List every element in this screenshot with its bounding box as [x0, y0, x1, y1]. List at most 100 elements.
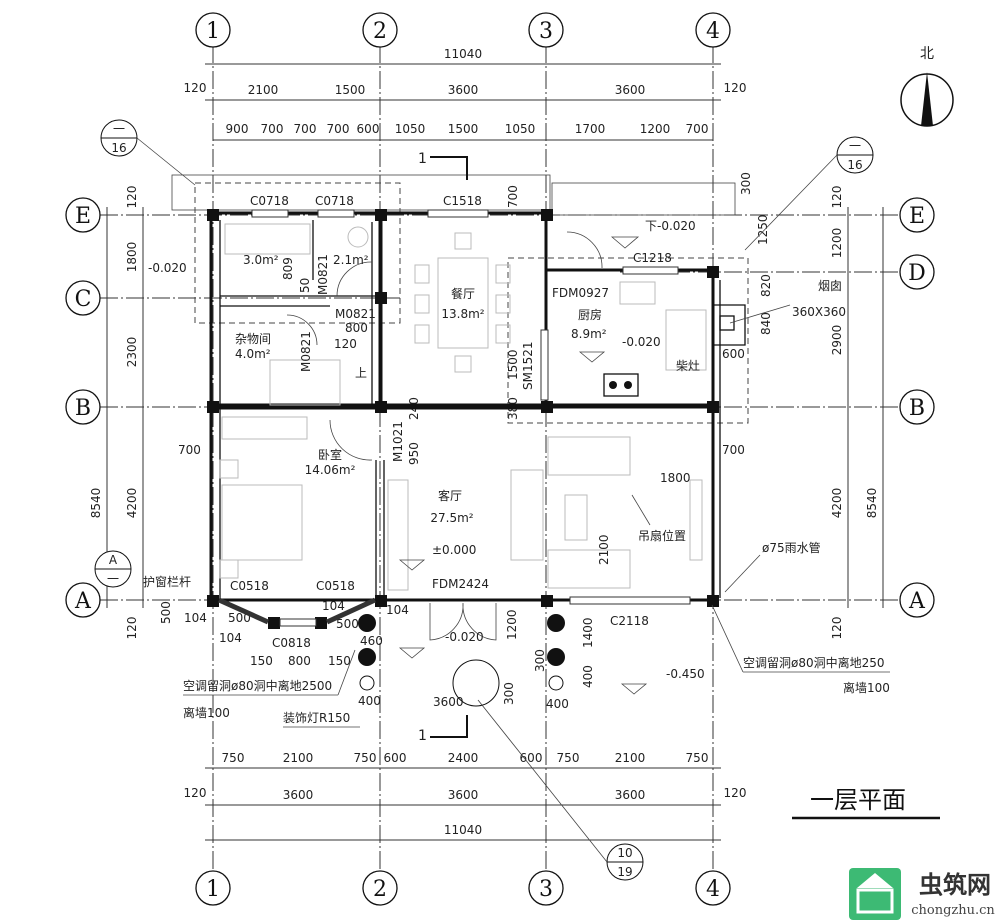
path-mark	[217, 597, 377, 625]
level-marks: -0.020 下-0.020 -0.020 ±0.000 -0.020 -0.4…	[148, 219, 705, 695]
windows	[217, 209, 691, 627]
notes-fan-text: 吊扇位置	[638, 528, 686, 543]
dimensions-right-5-text: 8540	[865, 488, 879, 519]
watermark: 虫筑网 chongzhu.cn	[849, 868, 995, 920]
rect-mark	[387, 479, 409, 591]
openings-fdm2424-text: FDM2424	[432, 577, 489, 591]
dimensions-misc-22-text: 800	[288, 654, 311, 668]
circle-mark	[65, 197, 101, 233]
rect-mark	[707, 266, 719, 278]
dimensions-bottom-row1-5-text: 600	[520, 751, 543, 765]
grid-bubble-E-right: E	[899, 197, 935, 233]
circle-mark	[347, 226, 369, 248]
rect-mark	[171, 174, 551, 211]
dimensions-top-row2-1-text: 700	[261, 122, 284, 136]
drawing-detail-refs-top-right-num-text: 一	[849, 139, 861, 153]
openings-c1518-text: C1518	[443, 194, 482, 208]
drawing-grid-rows-3-text: B	[909, 396, 925, 421]
path-mark	[713, 304, 746, 346]
path-mark	[610, 236, 640, 249]
dimensions-misc-25-text: 1200	[505, 609, 519, 640]
grid-bubble-B-left: B	[65, 389, 101, 425]
dimensions-bottom-row2-1-text: 3600	[283, 788, 314, 802]
circle-mark	[899, 582, 935, 618]
rect-mark	[569, 596, 691, 605]
openings-m1021-text: M1021	[391, 421, 405, 462]
drawing-title: 一层平面	[792, 786, 940, 820]
drawing-grid-rows-0-text: E	[909, 204, 925, 229]
storage-name: 杂物间	[235, 332, 271, 346]
dimensions-bottom-row2-2-text: 3600	[448, 788, 479, 802]
dimensions-top-row1-0-text: 120	[184, 81, 207, 95]
rect-mark	[279, 618, 317, 627]
drawing-grid-rows-4-text: A	[74, 589, 92, 614]
rect-mark	[224, 223, 311, 255]
dimensions-right-3-text: 4200	[830, 488, 844, 519]
drawing-grid-rows-1-text: D	[908, 261, 926, 286]
path-mark	[430, 715, 468, 738]
dimensions-top-row2-3-text: 700	[327, 122, 350, 136]
watermark-url: chongzhu.cn	[911, 903, 995, 918]
drawing-detail-refs-top-left-sheet-text: 16	[111, 141, 126, 155]
rect-mark	[427, 209, 489, 218]
rect-mark	[495, 294, 511, 314]
grid-bubble-1-top: 1	[195, 12, 231, 48]
drawing-section-mark-text: 1	[418, 151, 427, 167]
rect-mark	[375, 595, 387, 607]
dimensions-misc-20-text: 104	[219, 631, 242, 645]
circle-mark	[359, 675, 375, 691]
rect-mark	[317, 209, 355, 218]
dimensions-top-row2-0-text: 900	[226, 122, 249, 136]
path-mark	[336, 261, 373, 297]
rect-mark	[207, 209, 219, 221]
dimensions-misc-32-text: 400	[546, 697, 569, 711]
drawing-grid-columns-0-text: 1	[206, 877, 220, 902]
dimension-lines	[106, 63, 884, 841]
dimensions-misc-24-text: 460	[360, 634, 383, 648]
rect-mark	[495, 264, 511, 284]
detail-ref-top-right: 一16	[744, 136, 874, 251]
dimensions-misc-11-text: 1500	[506, 349, 520, 380]
rect-mark	[414, 264, 430, 284]
dimensions-top-row1-3-text: 3600	[448, 83, 479, 97]
title-text: 一层平面	[810, 786, 906, 814]
dimensions-misc-2-text: 300	[739, 172, 753, 195]
bath2-area: 2.1m²	[333, 253, 369, 267]
dimensions-right-4-text: 120	[830, 617, 844, 640]
storage-area: 4.0m²	[235, 347, 271, 361]
rect-mark	[375, 292, 387, 304]
circle-mark	[358, 648, 376, 666]
dimensions-bottom-row2-3-text: 3600	[615, 788, 646, 802]
dimensions-top-row2-7-text: 1050	[505, 122, 536, 136]
drawing-grid-rows-2-text: C	[75, 287, 92, 312]
circle-mark	[65, 389, 101, 425]
annotations: 烟囱 360X360 吊扇位置 ø75雨水管 护窗栏杆 空调留洞ø80洞中离地2…	[143, 279, 890, 728]
dimensions-bottom-row1-2-text: 750	[354, 751, 377, 765]
line-mark	[136, 137, 196, 186]
circle-mark	[528, 870, 564, 906]
circle-mark	[899, 389, 935, 425]
dimensions-top-row2-5-text: 1050	[395, 122, 426, 136]
detail-ref-left-a: A一	[94, 550, 132, 588]
rect-mark	[194, 182, 401, 324]
rect-mark	[619, 281, 656, 305]
rect-mark	[251, 209, 289, 218]
notes-rain-pipe-text: ø75雨水管	[762, 540, 821, 555]
rect-mark	[269, 359, 341, 406]
structural-columns	[207, 209, 719, 691]
dimensions-left-0-text: 120	[125, 186, 139, 209]
drawing-detail-refs-left-a-num-text: A	[109, 553, 118, 567]
dimensions-bottom-total-text: 11040	[444, 823, 482, 837]
path-mark	[857, 873, 893, 888]
north-label: 北	[920, 46, 934, 62]
circle-mark	[695, 870, 731, 906]
openings-m0821b-text: M0821	[316, 254, 330, 295]
rect-mark	[547, 436, 631, 476]
dimensions-misc-9-text: 50	[298, 278, 312, 293]
drawing-detail-refs-bottom-sheet-text: 19	[617, 865, 632, 879]
levels-kitchen-ext-text: 下-0.020	[645, 219, 696, 233]
kitchen-area: 8.9m²	[571, 327, 607, 341]
rect-mark	[540, 329, 549, 401]
